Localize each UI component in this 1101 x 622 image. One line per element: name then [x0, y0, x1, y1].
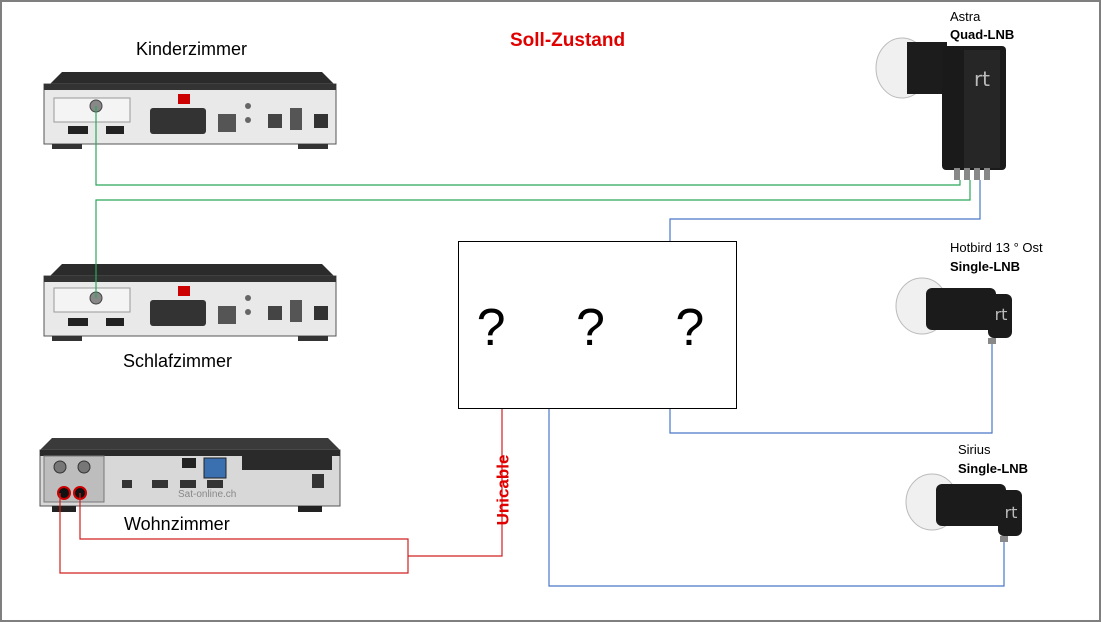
lnb-astra-type: Quad-LNB [950, 27, 1015, 42]
blue-coax-cables [548, 180, 1005, 587]
receiver-wohnzimmer [39, 438, 341, 512]
green-coax-cables [95, 106, 971, 298]
receiver-schlafzimmer [43, 264, 337, 341]
lnb-hotbird-satellite: Hotbird 13 ° Ost [950, 240, 1043, 255]
svg-text:rt: rt [995, 305, 1008, 324]
receiver-watermark: Sat-online.ch [178, 489, 237, 500]
receiver-kinderzimmer [43, 72, 337, 149]
sirius-single-lnb: rt [905, 473, 1022, 542]
room-label-schlafzimmer: Schlafzimmer [123, 351, 233, 371]
room-label-wohnzimmer: Wohnzimmer [124, 514, 230, 534]
unicable-label: Unicable [493, 454, 513, 526]
lnb-sirius-type: Single-LNB [958, 461, 1029, 476]
diagram-title: Soll-Zustand [510, 30, 626, 51]
astra-quad-lnb: rt [875, 37, 1006, 180]
lnb-sirius-satellite: Sirius [958, 442, 991, 457]
svg-text:rt: rt [974, 67, 990, 91]
unknown-device-question-marks: ? ? ? [476, 299, 733, 357]
svg-text:rt: rt [1005, 503, 1018, 522]
unknown-device-box: ? ? ? [458, 241, 737, 409]
lnb-hotbird-type: Single-LNB [950, 259, 1021, 274]
room-label-kinderzimmer: Kinderzimmer [136, 39, 248, 59]
lnb-astra-satellite: Astra [950, 9, 981, 24]
unicable-line [59, 409, 503, 574]
hotbird-single-lnb: rt [895, 277, 1012, 344]
